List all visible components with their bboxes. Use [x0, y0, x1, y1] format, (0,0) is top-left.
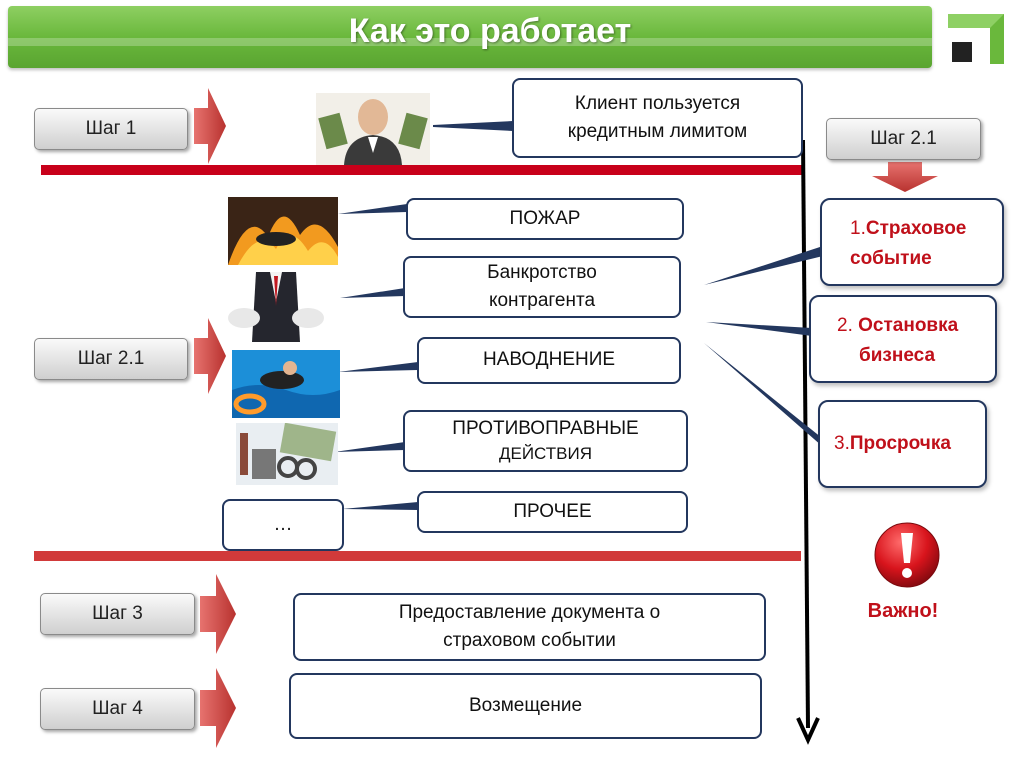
step4-arrow	[200, 668, 236, 748]
step3-button[interactable]: Шаг 3	[40, 593, 195, 635]
outcome2-line2: бизнеса	[859, 345, 936, 367]
compensation-box: Возмещение	[289, 673, 762, 739]
outcome3-number: 3.	[834, 432, 850, 454]
step21-button[interactable]: Шаг 2.1	[34, 338, 188, 380]
outcome1-line2: событие	[850, 248, 932, 270]
ellipsis-label: …	[273, 513, 293, 535]
header-stripe	[8, 38, 932, 46]
fire-label: ПОЖАР	[509, 207, 581, 229]
top-red-bar	[41, 165, 803, 175]
document-line1: Предоставление документа о	[398, 601, 661, 623]
step3-arrow	[200, 574, 236, 654]
client-line1: Клиент пользуется	[574, 92, 741, 114]
illegal-actions-photo	[236, 423, 338, 485]
step21-arrow	[194, 318, 226, 394]
flood-pointer	[338, 362, 418, 372]
outcome-delay: 3.Просрочка	[818, 400, 987, 488]
document-box: Предоставление документа о страховом соб…	[293, 593, 766, 661]
fire-pointer	[338, 204, 407, 214]
page-title: Как это работает	[348, 12, 632, 50]
compensation-label: Возмещение	[468, 694, 583, 716]
bankruptcy-photo	[222, 272, 330, 342]
step21-down-arrow	[872, 162, 938, 192]
fire-photo	[228, 197, 338, 265]
timeline-line	[801, 139, 810, 729]
other-label: ПРОЧЕЕ	[513, 500, 592, 522]
bankruptcy-pointer	[340, 288, 405, 298]
outcome1-pointer	[704, 246, 823, 285]
bankruptcy-line2: контрагента	[488, 290, 596, 311]
flood-box: НАВОДНЕНИЕ	[417, 337, 681, 384]
step1-arrow	[194, 88, 226, 164]
header-bar	[8, 6, 932, 68]
illegal-line1: ПРОТИВОПРАВНЫЕ	[452, 417, 639, 439]
ellipsis-box: …	[222, 499, 344, 551]
logo-icon	[948, 14, 1004, 64]
outcome3-pointer	[704, 343, 822, 446]
bankruptcy-box: Банкротство контрагента	[403, 256, 681, 318]
important-label: Важно!	[867, 600, 939, 622]
step4-button[interactable]: Шаг 4	[40, 688, 195, 730]
illegal-line2: ДЕЙСТВИЯ	[498, 444, 592, 464]
client-callout-pointer	[433, 121, 513, 131]
document-line2: страховом событии	[443, 630, 616, 651]
illegal-actions-box: ПРОТИВОПРАВНЫЕ ДЕЙСТВИЯ	[403, 410, 688, 472]
timeline-arrowhead	[796, 717, 820, 745]
step21-right-button[interactable]: Шаг 2.1	[826, 118, 981, 160]
flood-photo	[232, 350, 340, 418]
client-credit-limit-box: Клиент пользуется кредитным лимитом	[512, 78, 803, 158]
outcome-insurance-event: 1.Страховое событие	[820, 198, 1004, 286]
other-box: ПРОЧЕЕ	[417, 491, 688, 533]
illegal-pointer	[334, 442, 405, 452]
exclamation-icon	[874, 522, 940, 588]
client-with-money-photo	[316, 93, 430, 165]
outcome2-pointer	[706, 322, 812, 336]
outcome1-line1: Страховое	[865, 218, 967, 239]
outcome2-line1: Остановка	[858, 315, 959, 336]
middle-red-bar	[34, 551, 801, 561]
other-pointer	[342, 502, 418, 510]
outcome1-number: 1.	[850, 218, 866, 239]
outcome3-line1: Просрочка	[849, 432, 951, 454]
step1-button[interactable]: Шаг 1	[34, 108, 188, 150]
bankruptcy-line1: Банкротство	[487, 261, 597, 283]
outcome2-number: 2.	[837, 315, 859, 336]
fire-box: ПОЖАР	[406, 198, 684, 240]
client-line2: кредитным лимитом	[567, 121, 748, 142]
flood-label: НАВОДНЕНИЕ	[482, 349, 616, 371]
outcome-business-stop: 2. Остановка бизнеса	[809, 295, 997, 383]
bank-logo	[936, 6, 1016, 70]
